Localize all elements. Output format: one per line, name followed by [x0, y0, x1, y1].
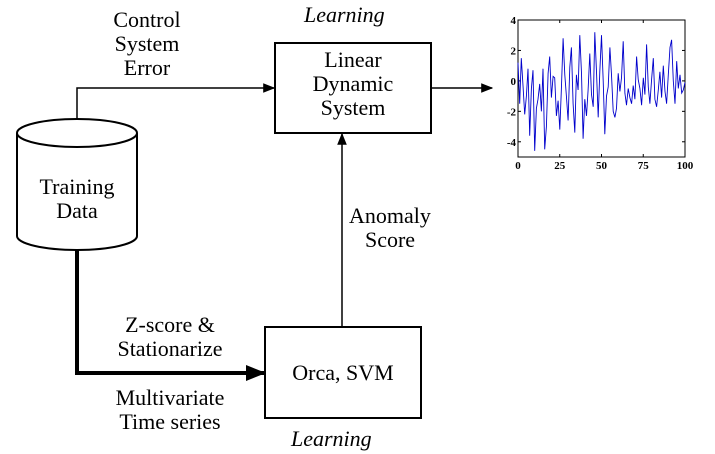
orca-svm-box: Orca, SVM [264, 326, 422, 419]
y-tick-label: -4 [507, 137, 517, 149]
learning-bottom-label: Learning [291, 426, 372, 451]
x-tick-label: 0 [515, 160, 521, 172]
x-tick-label: 100 [677, 160, 694, 172]
time-series-chart: 4 2 0 -2 -4 0 25 50 75 100 [507, 15, 694, 172]
x-tick-label: 25 [554, 160, 566, 172]
x-tick-label: 50 [596, 160, 608, 172]
zscore-stationarize-label: Z-score & Stationarize [117, 312, 223, 361]
arrow-training-to-lds [76, 83, 276, 124]
training-data-label: Training Data [39, 174, 115, 223]
lds-line1: Linear [324, 47, 382, 72]
x-tick-label: 75 [638, 160, 650, 172]
anomaly-score-label: Anomaly Score [349, 203, 431, 252]
y-tick-label: -2 [507, 106, 517, 118]
multivariate-time-series-label: Multivariate Time series [115, 385, 225, 434]
learning-top-label: Learning [304, 2, 385, 27]
series-line [517, 32, 686, 151]
training-data-cylinder [16, 118, 138, 251]
y-tick-label: 0 [511, 76, 517, 88]
arrow-training-to-orca [75, 246, 266, 381]
lds-line2: Dynamic [312, 71, 394, 96]
orca-svm-label: Orca, SVM [292, 360, 394, 385]
y-tick-label: 4 [511, 15, 517, 27]
lds-line3: System [320, 95, 386, 120]
control-system-error-label: Control System Error [113, 7, 181, 80]
linear-dynamic-system-box: Linear Dynamic System [274, 42, 432, 134]
y-tick-label: 2 [511, 45, 517, 57]
